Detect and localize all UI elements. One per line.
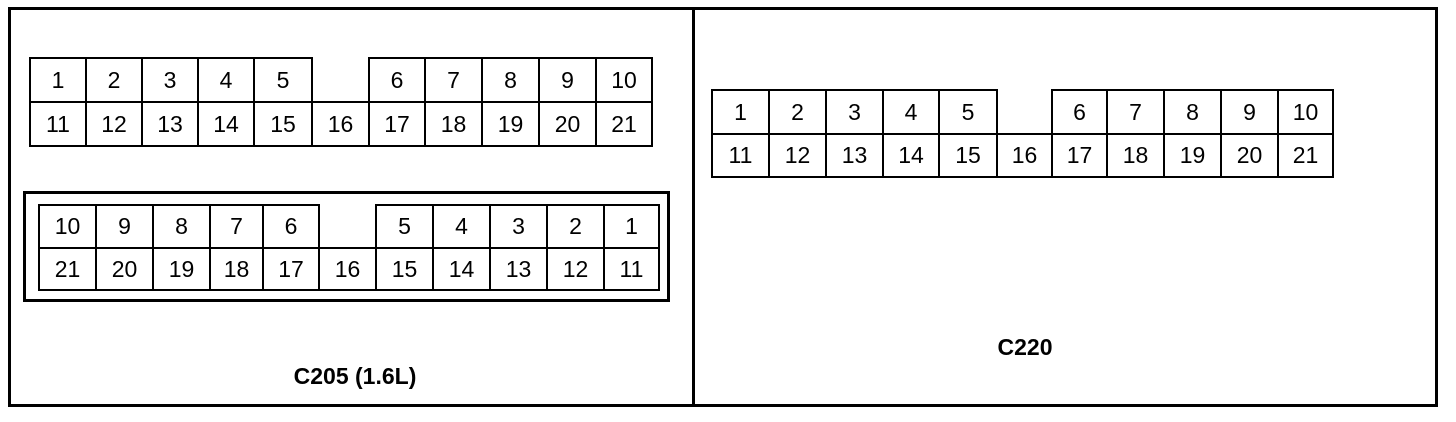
pin-cell: 7 (209, 204, 264, 249)
pin-cell: 2 (85, 57, 143, 103)
pin-cell: 12 (768, 133, 827, 178)
pin-cell: 10 (1277, 89, 1334, 135)
pin-cell: 21 (38, 247, 97, 291)
pin-cell: 15 (375, 247, 434, 291)
pin-cell: 1 (603, 204, 660, 249)
pin-cell: 1 (29, 57, 87, 103)
pin-cell: 4 (197, 57, 255, 103)
connector-blank-position (318, 204, 377, 249)
pin-cell: 21 (595, 101, 653, 147)
pin-cell: 9 (538, 57, 597, 103)
pin-cell: 18 (209, 247, 264, 291)
connector-c205-face-b-housing (23, 191, 670, 302)
pin-cell: 20 (538, 101, 597, 147)
pin-cell: 13 (825, 133, 884, 178)
pin-cell: 1 (711, 89, 770, 135)
pin-cell: 7 (424, 57, 483, 103)
pin-cell: 18 (424, 101, 483, 147)
pin-cell: 15 (253, 101, 313, 147)
pin-cell: 18 (1106, 133, 1165, 178)
pin-cell: 6 (368, 57, 426, 103)
pin-cell: 20 (1220, 133, 1279, 178)
pin-cell: 12 (546, 247, 605, 291)
pin-cell: 21 (1277, 133, 1334, 178)
pin-cell: 10 (595, 57, 653, 103)
pin-cell: 8 (152, 204, 211, 249)
pin-cell: 5 (938, 89, 998, 135)
pin-cell: 9 (95, 204, 154, 249)
pin-cell: 20 (95, 247, 154, 291)
pin-cell: 10 (38, 204, 97, 249)
pin-cell: 3 (489, 204, 548, 249)
pin-cell: 6 (262, 204, 320, 249)
pin-cell: 8 (1163, 89, 1222, 135)
diagram-frame (8, 7, 1438, 407)
pin-cell: 19 (1163, 133, 1222, 178)
connector-label-c205: C205 (1.6L) (293, 363, 417, 389)
pin-cell: 9 (1220, 89, 1279, 135)
pin-cell: 11 (29, 101, 87, 147)
pin-cell: 7 (1106, 89, 1165, 135)
pin-cell: 11 (603, 247, 660, 291)
pin-cell: 16 (318, 247, 377, 291)
pin-cell: 14 (197, 101, 255, 147)
pin-cell: 13 (141, 101, 199, 147)
pin-cell: 19 (481, 101, 540, 147)
pin-cell: 4 (882, 89, 940, 135)
pin-cell: 14 (432, 247, 491, 291)
pin-cell: 15 (938, 133, 998, 178)
connector-label-c220: C220 (997, 334, 1053, 360)
pin-cell: 14 (882, 133, 940, 178)
pin-cell: 3 (141, 57, 199, 103)
pin-cell: 17 (1051, 133, 1108, 178)
pin-cell: 17 (262, 247, 320, 291)
pin-cell: 8 (481, 57, 540, 103)
pin-cell: 5 (375, 204, 434, 249)
pin-cell: 16 (996, 133, 1053, 178)
pin-cell: 16 (311, 101, 370, 147)
panel-divider (692, 7, 695, 407)
pin-cell: 13 (489, 247, 548, 291)
connector-blank-position (311, 57, 370, 103)
connector-blank-position (996, 89, 1053, 135)
pin-cell: 6 (1051, 89, 1108, 135)
pin-cell: 19 (152, 247, 211, 291)
pin-cell: 17 (368, 101, 426, 147)
pin-cell: 2 (768, 89, 827, 135)
pin-cell: 2 (546, 204, 605, 249)
pin-cell: 3 (825, 89, 884, 135)
pin-cell: 4 (432, 204, 491, 249)
pin-cell: 12 (85, 101, 143, 147)
pin-cell: 5 (253, 57, 313, 103)
pin-cell: 11 (711, 133, 770, 178)
